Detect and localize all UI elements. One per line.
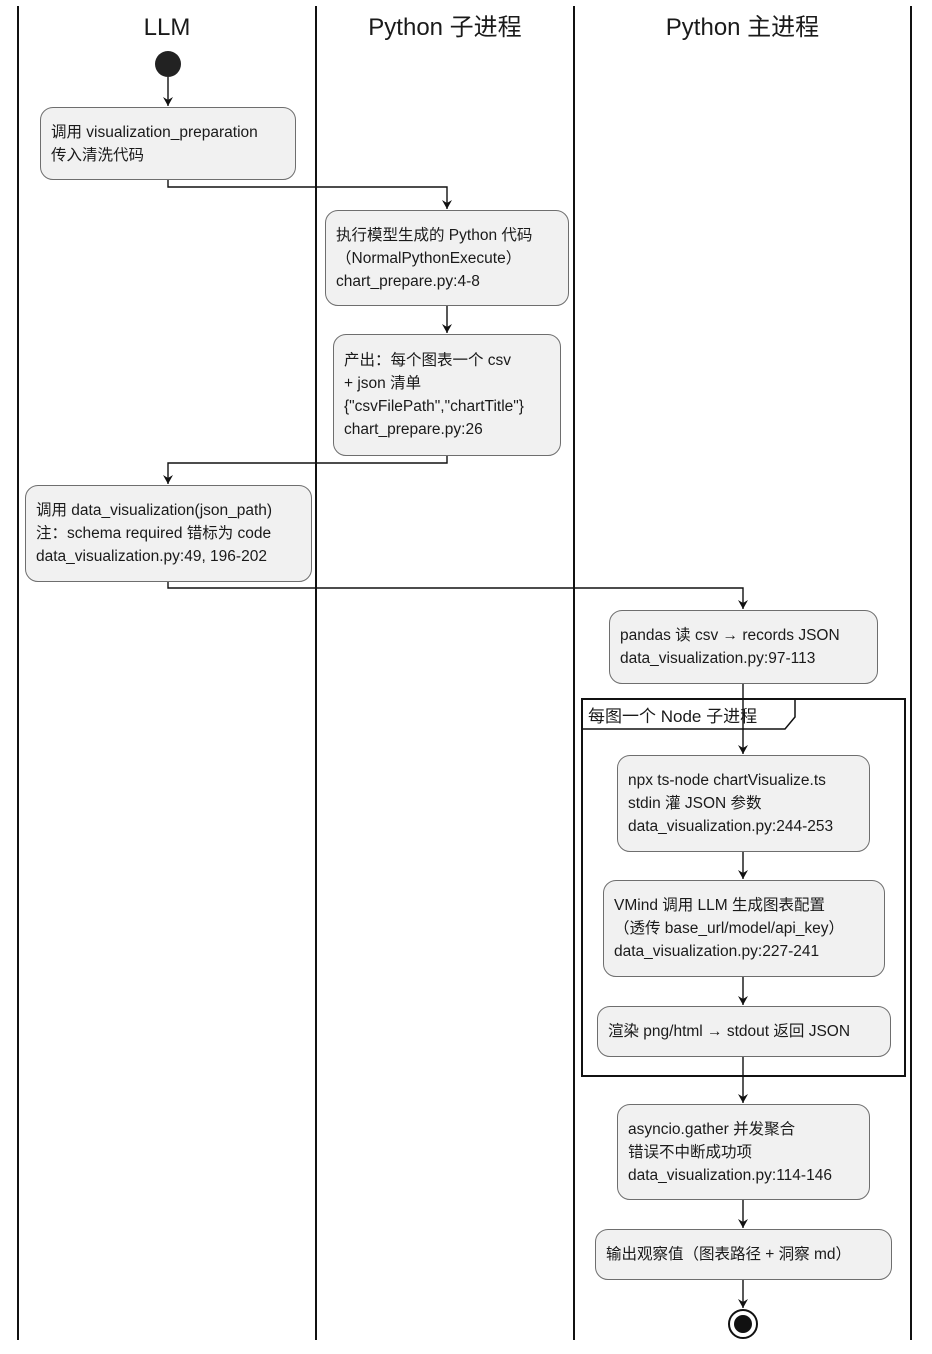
call-data-visualization: 调用 data_visualization(json_path) 注：schem… (25, 485, 312, 582)
flow-arrow (167, 180, 452, 209)
vmind-generate-config: VMind 调用 LLM 生成图表配置 （透传 base_url/model/a… (603, 880, 885, 977)
flow-arrow (167, 582, 748, 609)
render-output: 渲染 png/html → stdout 返回 JSON (597, 1006, 891, 1057)
output-observation: 输出观察值（图表路径 + 洞察 md） (595, 1229, 892, 1280)
frame-label-tab (582, 699, 796, 730)
lane-title-python-main: Python 主进程 (665, 14, 820, 41)
asyncio-gather: asyncio.gather 并发聚合 错误不中断成功项 data_visual… (617, 1104, 870, 1200)
pandas-read-csv: pandas 读 csv → records JSON data_visuali… (609, 610, 878, 684)
lane-title-llm: LLM (143, 14, 191, 41)
start-node (155, 51, 181, 77)
end-node-inner (734, 1315, 752, 1333)
call-visualization-preparation: 调用 visualization_preparation 传入清洗代码 (40, 107, 296, 180)
lane-title-python-subprocess: Python 子进程 (368, 14, 522, 41)
npx-ts-node: npx ts-node chartVisualize.ts stdin 灌 JS… (617, 755, 870, 852)
execute-python-code: 执行模型生成的 Python 代码 （NormalPythonExecute） … (325, 210, 569, 306)
flow-arrow (163, 456, 448, 484)
frame-label: 每图一个 Node 子进程 (588, 707, 758, 726)
output-csv-json: 产出：每个图表一个 csv + json 清单 {"csvFilePath","… (333, 334, 561, 456)
